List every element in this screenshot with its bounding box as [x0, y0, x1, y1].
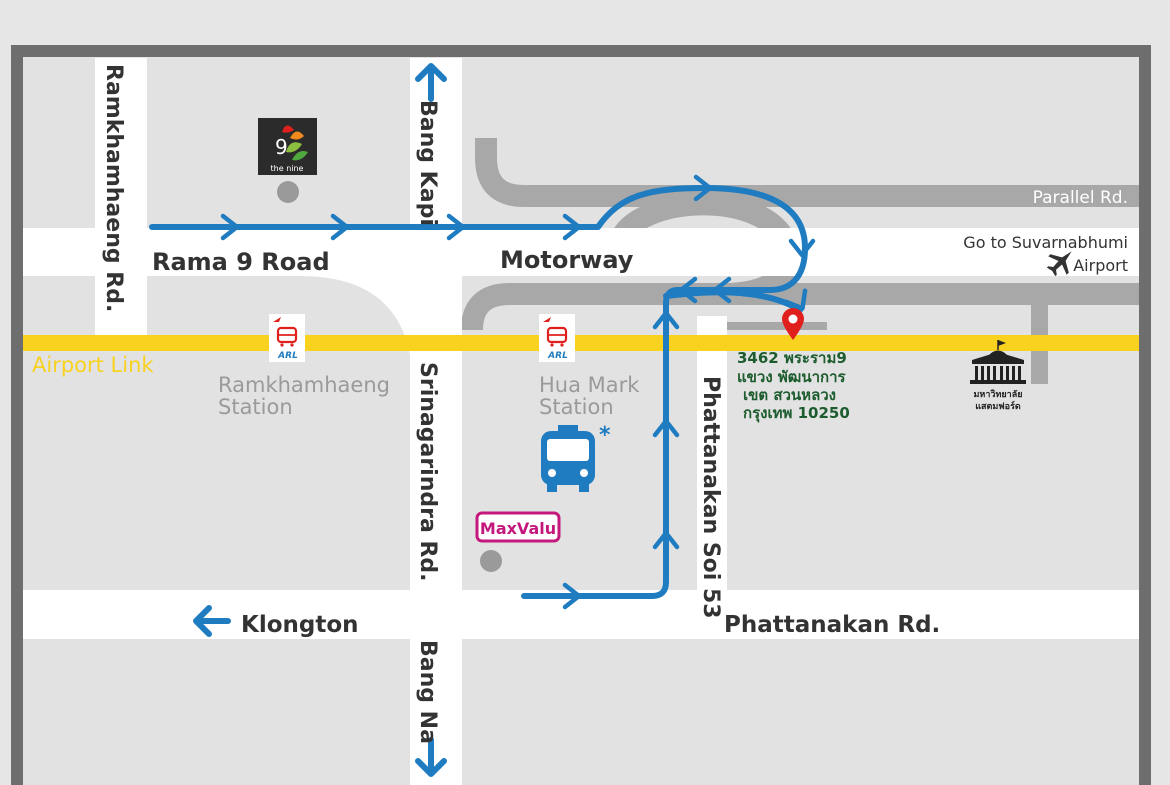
- ramkhamhaeng-road-label: Ramkhamhaeng Rd.: [101, 64, 126, 312]
- roads: [23, 58, 1139, 785]
- airport-link-label: Airport Link: [32, 353, 154, 377]
- university-label-line2: แสตมฟอร์ด: [975, 400, 1021, 412]
- klongton-label: Klongton: [241, 612, 359, 638]
- svg-text:ARL: ARL: [277, 351, 298, 361]
- svg-text:ARL: ARL: [547, 351, 568, 361]
- phattanakan-soi-53: [697, 316, 727, 590]
- srinagarindra-road-label: Srinagarindra Rd.: [415, 362, 440, 582]
- svg-text:กรุงเทพ 10250: กรุงเทพ 10250: [743, 404, 850, 423]
- airport-direction-line1: Go to Suvarnabhumi: [963, 233, 1128, 252]
- svg-text:แขวง พัฒนาการ: แขวง พัฒนาการ: [737, 368, 847, 386]
- srinagarindra-road: [410, 58, 462, 785]
- arl-station-icon: ARL: [539, 314, 575, 362]
- bus-icon: [541, 425, 595, 492]
- the-nine-location-dot: [277, 181, 299, 203]
- svg-text:9: 9: [275, 135, 288, 159]
- hua-mark-station-label-line1: Hua Mark: [539, 373, 640, 397]
- bus-note-asterisk: *: [599, 423, 611, 448]
- airport-direction-line2: Airport: [1073, 256, 1128, 275]
- bang-na-label: Bang Na: [415, 640, 440, 744]
- ramkhamhaeng-road: [95, 58, 147, 336]
- hua-mark-station-label-line2: Station: [539, 395, 614, 419]
- svg-text:3462 พระราม9: 3462 พระราม9: [737, 349, 847, 367]
- svg-text:the nine: the nine: [271, 164, 304, 173]
- university-label-line1: มหาวิทยาลัย: [973, 389, 1022, 400]
- rama9-road-label: Rama 9 Road: [152, 248, 330, 276]
- phattanakan-road-label: Phattanakan Rd.: [724, 612, 940, 638]
- rama9-road: [23, 228, 1139, 276]
- maxvalu-location-dot: [480, 550, 502, 572]
- airplane-icon: [1046, 251, 1072, 277]
- motorway-label: Motorway: [500, 246, 634, 274]
- map-frame: [11, 45, 1151, 785]
- svg-text:เขต สวนหลวง: เขต สวนหลวง: [743, 386, 836, 404]
- university-building-icon: [970, 340, 1026, 384]
- direction-arrows: [193, 63, 447, 777]
- ramkhamhaeng-station-label-line1: Ramkhamhaeng: [218, 373, 390, 397]
- bang-kapi-label: Bang Kapi: [415, 100, 440, 226]
- ramkhamhaeng-station-label-line2: Station: [218, 395, 293, 419]
- arl-station-icon: ARL: [269, 314, 305, 362]
- the-nine-logo: 9 the nine: [258, 118, 317, 175]
- maxvalu-label: MaxValu: [480, 519, 556, 538]
- maxvalu-logo: [475, 511, 561, 543]
- phattanakan-soi-label: Phattanakan Soi 53: [698, 376, 723, 619]
- location-pin-icon: [782, 308, 804, 340]
- parallel-road-label: Parallel Rd.: [1033, 188, 1128, 208]
- flyovers: [461, 138, 1139, 384]
- destination-address: 3462 พระราม9 แขวง พัฒนาการ เขต สวนหลวง ก…: [737, 349, 850, 423]
- airport-link-line: [23, 335, 1139, 351]
